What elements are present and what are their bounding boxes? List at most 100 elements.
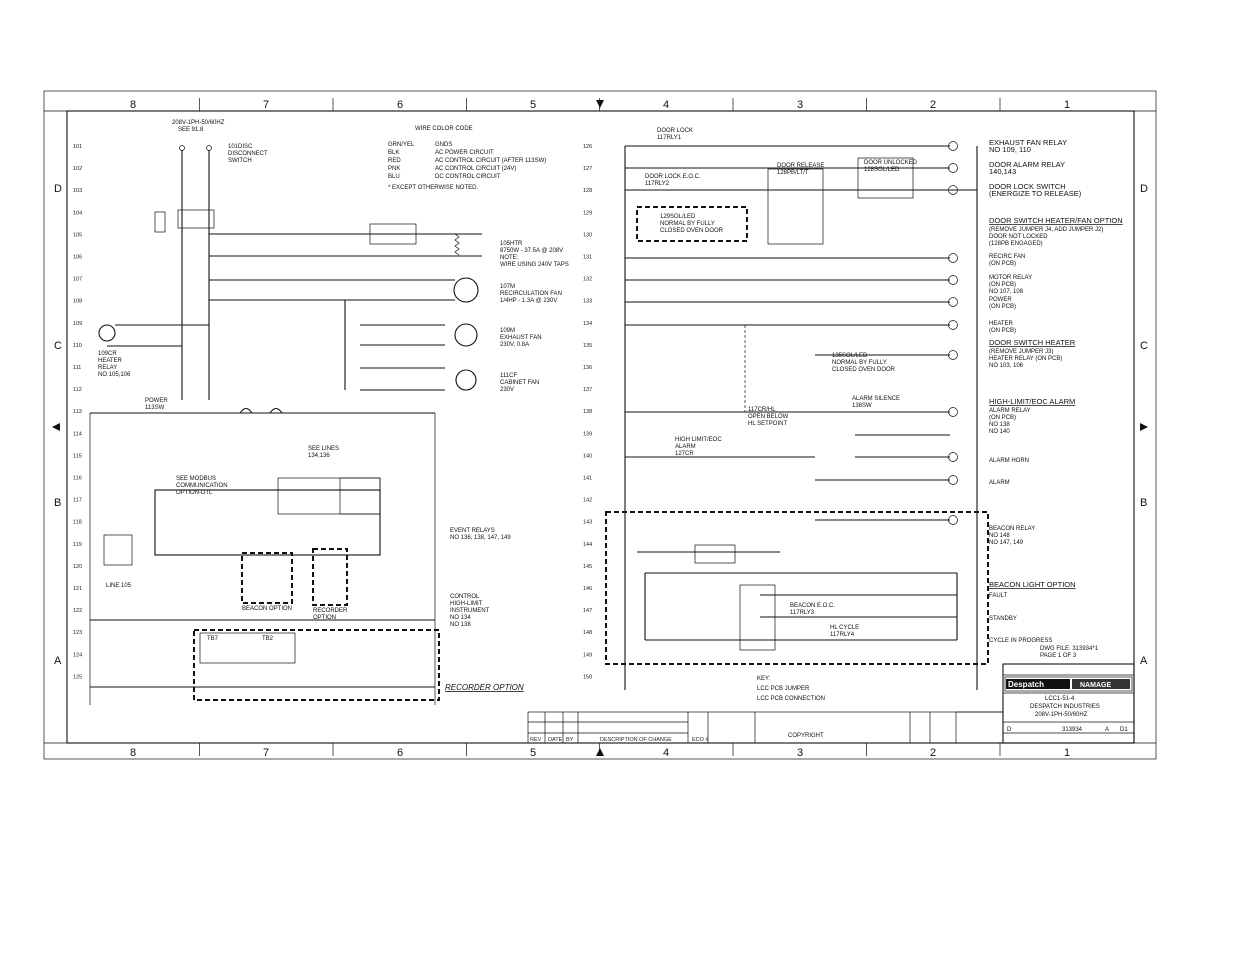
exhaust-fan-motor-icon	[454, 323, 478, 347]
cycle-label: CYCLE IN PROGRESS	[989, 638, 1052, 644]
zone-left-D: D	[54, 183, 62, 195]
coil-lamp-icon	[948, 275, 958, 285]
zone-bottom-4: 4	[663, 747, 669, 759]
rev-label: A	[1105, 727, 1109, 733]
row-number: 117	[73, 498, 82, 504]
disconnect-block	[177, 209, 215, 229]
coil-lamp-icon	[948, 141, 958, 151]
zone-top-1: 1	[1064, 99, 1070, 111]
row-number: 133	[583, 299, 592, 305]
beacon-light-option-box	[605, 511, 989, 665]
alarm-label: ALARM	[989, 480, 1010, 486]
line-label: LINE 105	[106, 583, 132, 589]
wire-code-name: BLU	[388, 174, 400, 180]
cabinet-fan-motor-icon	[455, 369, 477, 391]
dwg-no-label: 313934	[1062, 727, 1083, 733]
ssr-block	[369, 223, 417, 245]
wire-code-desc: GNDS	[435, 142, 452, 148]
row-number: 118	[73, 520, 82, 526]
row-number: 106	[73, 255, 82, 261]
wire-code-name: BLK	[388, 150, 399, 156]
row-number: 131	[583, 255, 592, 261]
row-number: 141	[583, 476, 592, 482]
beacon-light-option-title: BEACON LIGHT OPTION	[989, 580, 1076, 589]
zone-bottom-8: 8	[130, 747, 136, 759]
center-arrow-top-icon	[596, 100, 604, 108]
row-number: 110	[73, 343, 82, 349]
row-number: 145	[583, 564, 592, 570]
door-unlocked-block	[857, 157, 914, 199]
row-number: 105	[73, 232, 82, 238]
row-number: 115	[73, 453, 82, 459]
ssr-2-block	[103, 534, 133, 566]
zone-right-B: B	[1140, 497, 1147, 509]
coil-lamp-icon	[948, 163, 958, 173]
title-block	[527, 663, 1135, 744]
zone-bottom-7: 7	[263, 747, 269, 759]
row-number: 143	[583, 520, 592, 526]
logo-despatch-text: Despatch	[1008, 680, 1044, 689]
alarm-horn-label: ALARM HORN	[989, 458, 1029, 464]
ground-icon	[154, 211, 166, 233]
beacon-stack-block	[739, 584, 776, 651]
door-switch-heater-title: DOOR SWITCH HEATER	[989, 338, 1076, 347]
key-jumper-label: LCC PCB JUMPER	[757, 686, 810, 692]
status-lamps	[948, 141, 958, 525]
row-number: 125	[73, 674, 82, 680]
row-number: 137	[583, 387, 592, 393]
row-number: 149	[583, 652, 592, 658]
wire-code-name: RED	[388, 158, 401, 164]
wire-code-name: GRN/YEL	[388, 142, 415, 148]
zone-bottom-3: 3	[797, 747, 803, 759]
recorder-option-title: RECORDER OPTION	[445, 683, 524, 692]
row-number: 146	[583, 586, 592, 592]
model-label: LCC1-51-4	[1045, 696, 1075, 702]
row-number: 132	[583, 277, 592, 283]
row-number: 130	[583, 232, 592, 238]
door-lock-switch-label: DOOR LOCK SWITCH(ENERGIZE TO RELEASE)	[989, 182, 1082, 198]
supply-sub-label: SEE 91.8	[178, 127, 204, 133]
row-number: 129	[583, 210, 592, 216]
zone-left-C: C	[54, 340, 62, 352]
wire-code-desc: DC CONTROL CIRCUIT	[435, 174, 501, 180]
recorder-option-box	[312, 548, 348, 606]
row-number: 121	[73, 586, 82, 592]
beacon-option-box	[241, 552, 293, 604]
row-number: 140	[583, 453, 592, 459]
zone-left-A: A	[54, 655, 62, 667]
zone-right-D: D	[1140, 183, 1148, 195]
row-number: 126	[583, 144, 592, 150]
coil-lamp-icon	[948, 320, 958, 330]
wire-note: * EXCEPT OTHERWISE NOTED.	[388, 185, 478, 191]
left-power-circuit	[89, 145, 482, 705]
zone-top-8: 8	[130, 99, 136, 111]
row-number: 101	[73, 144, 82, 150]
row-number: 111	[73, 365, 81, 371]
size-label: D	[1007, 727, 1012, 733]
zone-bottom-5: 5	[530, 747, 536, 759]
supply-label: 208V-1PH-50/60HZ	[172, 120, 225, 126]
center-arrow-left-icon	[52, 423, 60, 431]
wire-code-desc: AC CONTROL CIRCUIT (AFTER 113SW)	[435, 158, 546, 164]
right-control-circuit	[605, 141, 989, 690]
